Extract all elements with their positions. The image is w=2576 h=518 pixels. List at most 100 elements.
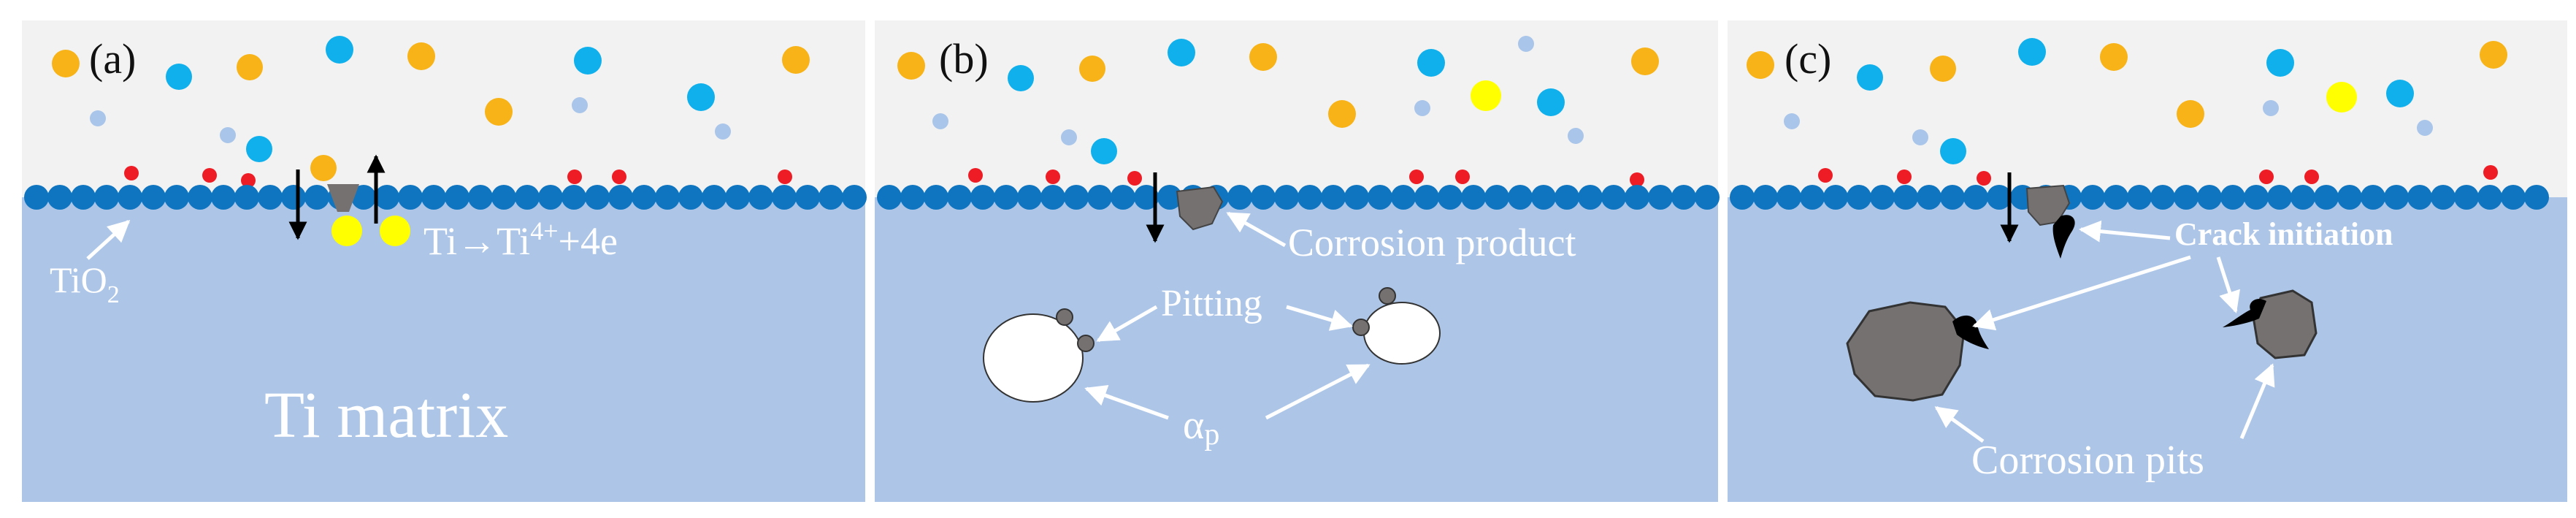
panel-c-surface-crack xyxy=(2052,215,2075,259)
tio2-film-atom xyxy=(1040,185,1065,210)
tio2-film-atom xyxy=(1578,185,1603,210)
ion-cyan xyxy=(2266,49,2294,77)
ion-lightblue xyxy=(1912,129,1928,145)
tio2-film-atom xyxy=(2477,185,2502,210)
tio2-film-atom xyxy=(1753,185,1778,210)
ion-red xyxy=(124,166,139,180)
tio2-film-atom xyxy=(538,185,563,210)
tio2-film-atom xyxy=(1870,185,1895,210)
tio2-film-atom xyxy=(351,185,376,210)
ion-orange xyxy=(1930,56,1956,82)
tio2-film-atom xyxy=(445,185,469,210)
tio2-film-atom xyxy=(585,185,610,210)
tio2-film-atom xyxy=(1391,185,1416,210)
ion-orange xyxy=(407,42,435,70)
ion-cyan xyxy=(326,36,353,64)
tio2-film-atom xyxy=(1461,185,1486,210)
tio2-film-atom xyxy=(1555,185,1579,210)
ion-red xyxy=(567,170,582,184)
ion-lightblue xyxy=(1518,36,1534,52)
panel-b-pit xyxy=(1352,319,1370,336)
ion-orange xyxy=(237,54,263,80)
tio2-film-atom xyxy=(795,185,820,210)
panel-c-corrosion-pits-label: Corrosion pits xyxy=(1971,438,2204,483)
panel-a-ti-ion-yellow xyxy=(380,216,410,246)
tio2-film-atom xyxy=(164,185,189,210)
panel-c-corrosion-pit-large xyxy=(1846,301,1966,402)
tio2-film-atom xyxy=(1730,185,1755,210)
panel-b-ions xyxy=(897,36,1659,187)
panel-b-alpha-grain xyxy=(1363,302,1441,365)
panel-a-tag: (a) xyxy=(89,35,136,83)
tio2-film-atom xyxy=(2127,185,2152,210)
tio2-film-atom xyxy=(188,185,212,210)
ion-orange xyxy=(782,46,810,74)
panel-c-crack-arrow-right xyxy=(2216,256,2240,313)
tio2-film-atom xyxy=(515,185,540,210)
ion-lightblue xyxy=(1568,128,1584,144)
tio2-film-atom xyxy=(141,185,166,210)
panel-a-tio2-arrow xyxy=(86,219,131,260)
panel-c-crack-initiation-label: Crack initiation xyxy=(2174,216,2393,252)
ion-red xyxy=(2304,170,2319,184)
tio2-film-atom xyxy=(1671,185,1696,210)
panel-c: (c) Crack initiation Corrosion pits xyxy=(1728,20,2567,502)
tio2-film-atom xyxy=(842,185,867,210)
tio2-film-atom xyxy=(2267,185,2292,210)
tio2-film-atom xyxy=(2361,185,2385,210)
panel-b-alpha-arrow-right xyxy=(1265,363,1371,420)
tio2-film-atom xyxy=(2454,185,2479,210)
ion-lightblue xyxy=(715,123,731,140)
ion-lightblue xyxy=(1414,100,1430,116)
ion-cyan xyxy=(574,47,602,75)
tio2-film-atom xyxy=(2384,185,2409,210)
tio2-film-atom xyxy=(877,185,902,210)
tio2-film-atom xyxy=(281,185,306,210)
tio2-film-atom xyxy=(2104,185,2128,210)
panel-c-ions xyxy=(1747,38,2507,186)
panel-b-pitting-arrow-right xyxy=(1286,305,1353,331)
tio2-film-atom xyxy=(2197,185,2222,210)
tio2-film-atom xyxy=(1157,185,1182,210)
ion-cyan xyxy=(246,136,272,162)
tio2-film-atom xyxy=(2220,185,2245,210)
tio2-film-atom xyxy=(2524,185,2549,210)
ion-lightblue xyxy=(90,110,106,126)
ion-cyan xyxy=(1091,138,1117,164)
panel-b-corrosion-product-label: Corrosion product xyxy=(1288,221,1576,264)
panel-a-solution xyxy=(22,20,865,205)
tio2-film-atom xyxy=(1368,185,1392,210)
ion-red xyxy=(1630,172,1644,187)
tio2-film-atom xyxy=(1847,185,1871,210)
tio2-film-atom xyxy=(1484,185,1509,210)
panel-a-reaction-label: Ti→Ti4++4e xyxy=(423,216,618,263)
tio2-film-atom xyxy=(468,185,493,210)
ion-cyan xyxy=(2018,38,2046,66)
tio2-film-atom xyxy=(24,185,49,210)
panel-b-alpha-label: αp xyxy=(1183,403,1219,452)
tio2-film-atom xyxy=(947,185,972,210)
tio2-film-atom xyxy=(258,185,283,210)
ion-red xyxy=(1818,168,1833,183)
ion-red xyxy=(2259,170,2274,184)
ion-cyan xyxy=(166,64,192,90)
tio2-film-atom xyxy=(2150,185,2175,210)
panel-a-matrix-label: Ti matrix xyxy=(264,379,508,452)
tio2-film-atom xyxy=(924,185,948,210)
tio2-film-atom xyxy=(1893,185,1918,210)
tio2-film-atom xyxy=(1987,185,2012,210)
ion-orange xyxy=(1631,47,1659,75)
ion-orange xyxy=(1079,56,1105,82)
tio2-film-atom xyxy=(1321,185,1346,210)
tio2-film-atom xyxy=(561,185,586,210)
ion-orange xyxy=(2480,41,2507,69)
panel-b-corrosion-product xyxy=(1176,186,1224,231)
ion-red xyxy=(1409,170,1424,184)
ion-red xyxy=(612,170,626,184)
tio2-film-atom xyxy=(1297,185,1322,210)
ion-cyan xyxy=(1417,49,1445,77)
ion-red xyxy=(1127,171,1142,186)
tio2-film-atom xyxy=(1963,185,1988,210)
tio2-film-atom xyxy=(1940,185,1965,210)
